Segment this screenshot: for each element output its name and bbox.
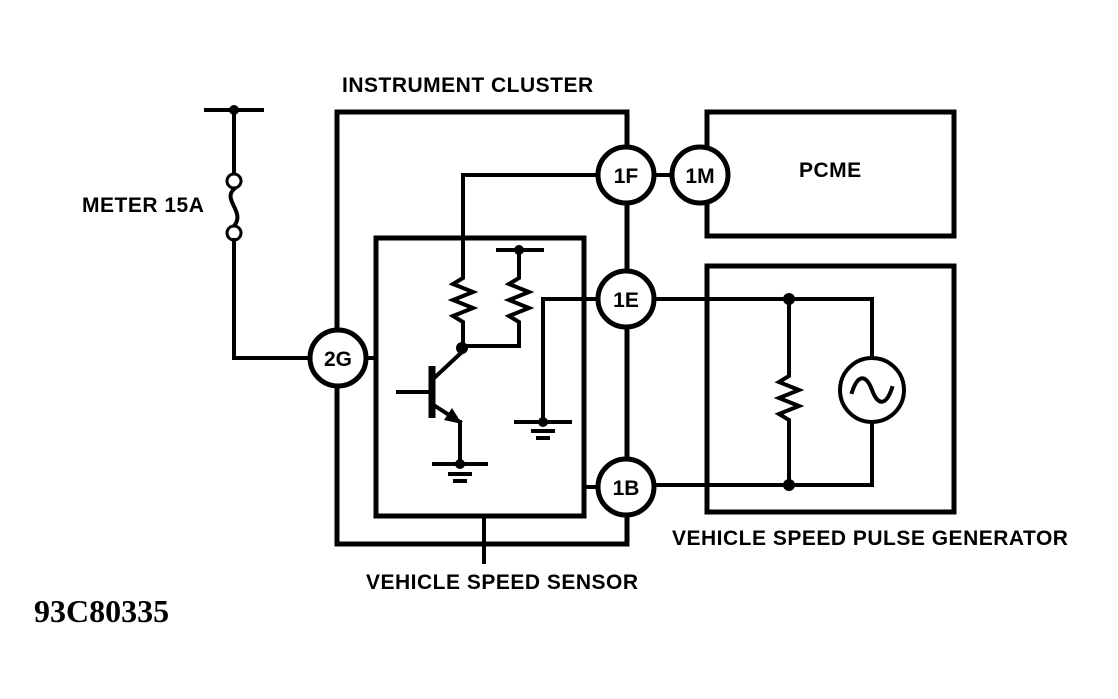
- fuse-terminal-bottom: [225, 224, 243, 242]
- resistor-icon: [773, 368, 805, 487]
- resistor-icon: [447, 266, 479, 350]
- pulse-generator-box: [704, 263, 957, 515]
- svg-text:2G: 2G: [324, 348, 352, 371]
- resistor-icon: [503, 266, 535, 348]
- vehicle-speed-sensor-box: [373, 235, 587, 519]
- vehicle-speed-sensor-label: VEHICLE SPEED SENSOR: [366, 571, 639, 594]
- vehicle-speed-pulse-generator-label: VEHICLE SPEED PULSE GENERATOR: [672, 527, 1068, 550]
- meter-fuse-circuit: [204, 105, 312, 360]
- figure-code: 93C80335: [34, 593, 169, 629]
- sensor-internal-wiring: [396, 173, 600, 489]
- svg-text:1B: 1B: [613, 477, 640, 500]
- connector-1b: 1B: [595, 456, 657, 518]
- svg-text:1E: 1E: [613, 289, 639, 312]
- connector-2g: 2G: [307, 327, 369, 389]
- fuse-terminal-top: [225, 172, 243, 190]
- transistor-icon: [396, 349, 465, 464]
- meter-fuse-label: METER 15A: [82, 194, 204, 217]
- connector-1f: 1F: [595, 144, 657, 206]
- connector-1m: 1M: [669, 144, 731, 206]
- ground-icon: [432, 459, 488, 483]
- pulse-generator-wiring: [653, 293, 906, 491]
- ac-source-icon: [838, 356, 906, 424]
- instrument-cluster-label: INSTRUMENT CLUSTER: [342, 74, 594, 97]
- connector-1e: 1E: [595, 268, 657, 330]
- svg-text:1F: 1F: [614, 165, 639, 188]
- ground-icon: [514, 417, 572, 440]
- svg-text:1M: 1M: [685, 165, 714, 188]
- fuse-icon: [228, 186, 240, 229]
- pcme-label: PCME: [799, 159, 862, 182]
